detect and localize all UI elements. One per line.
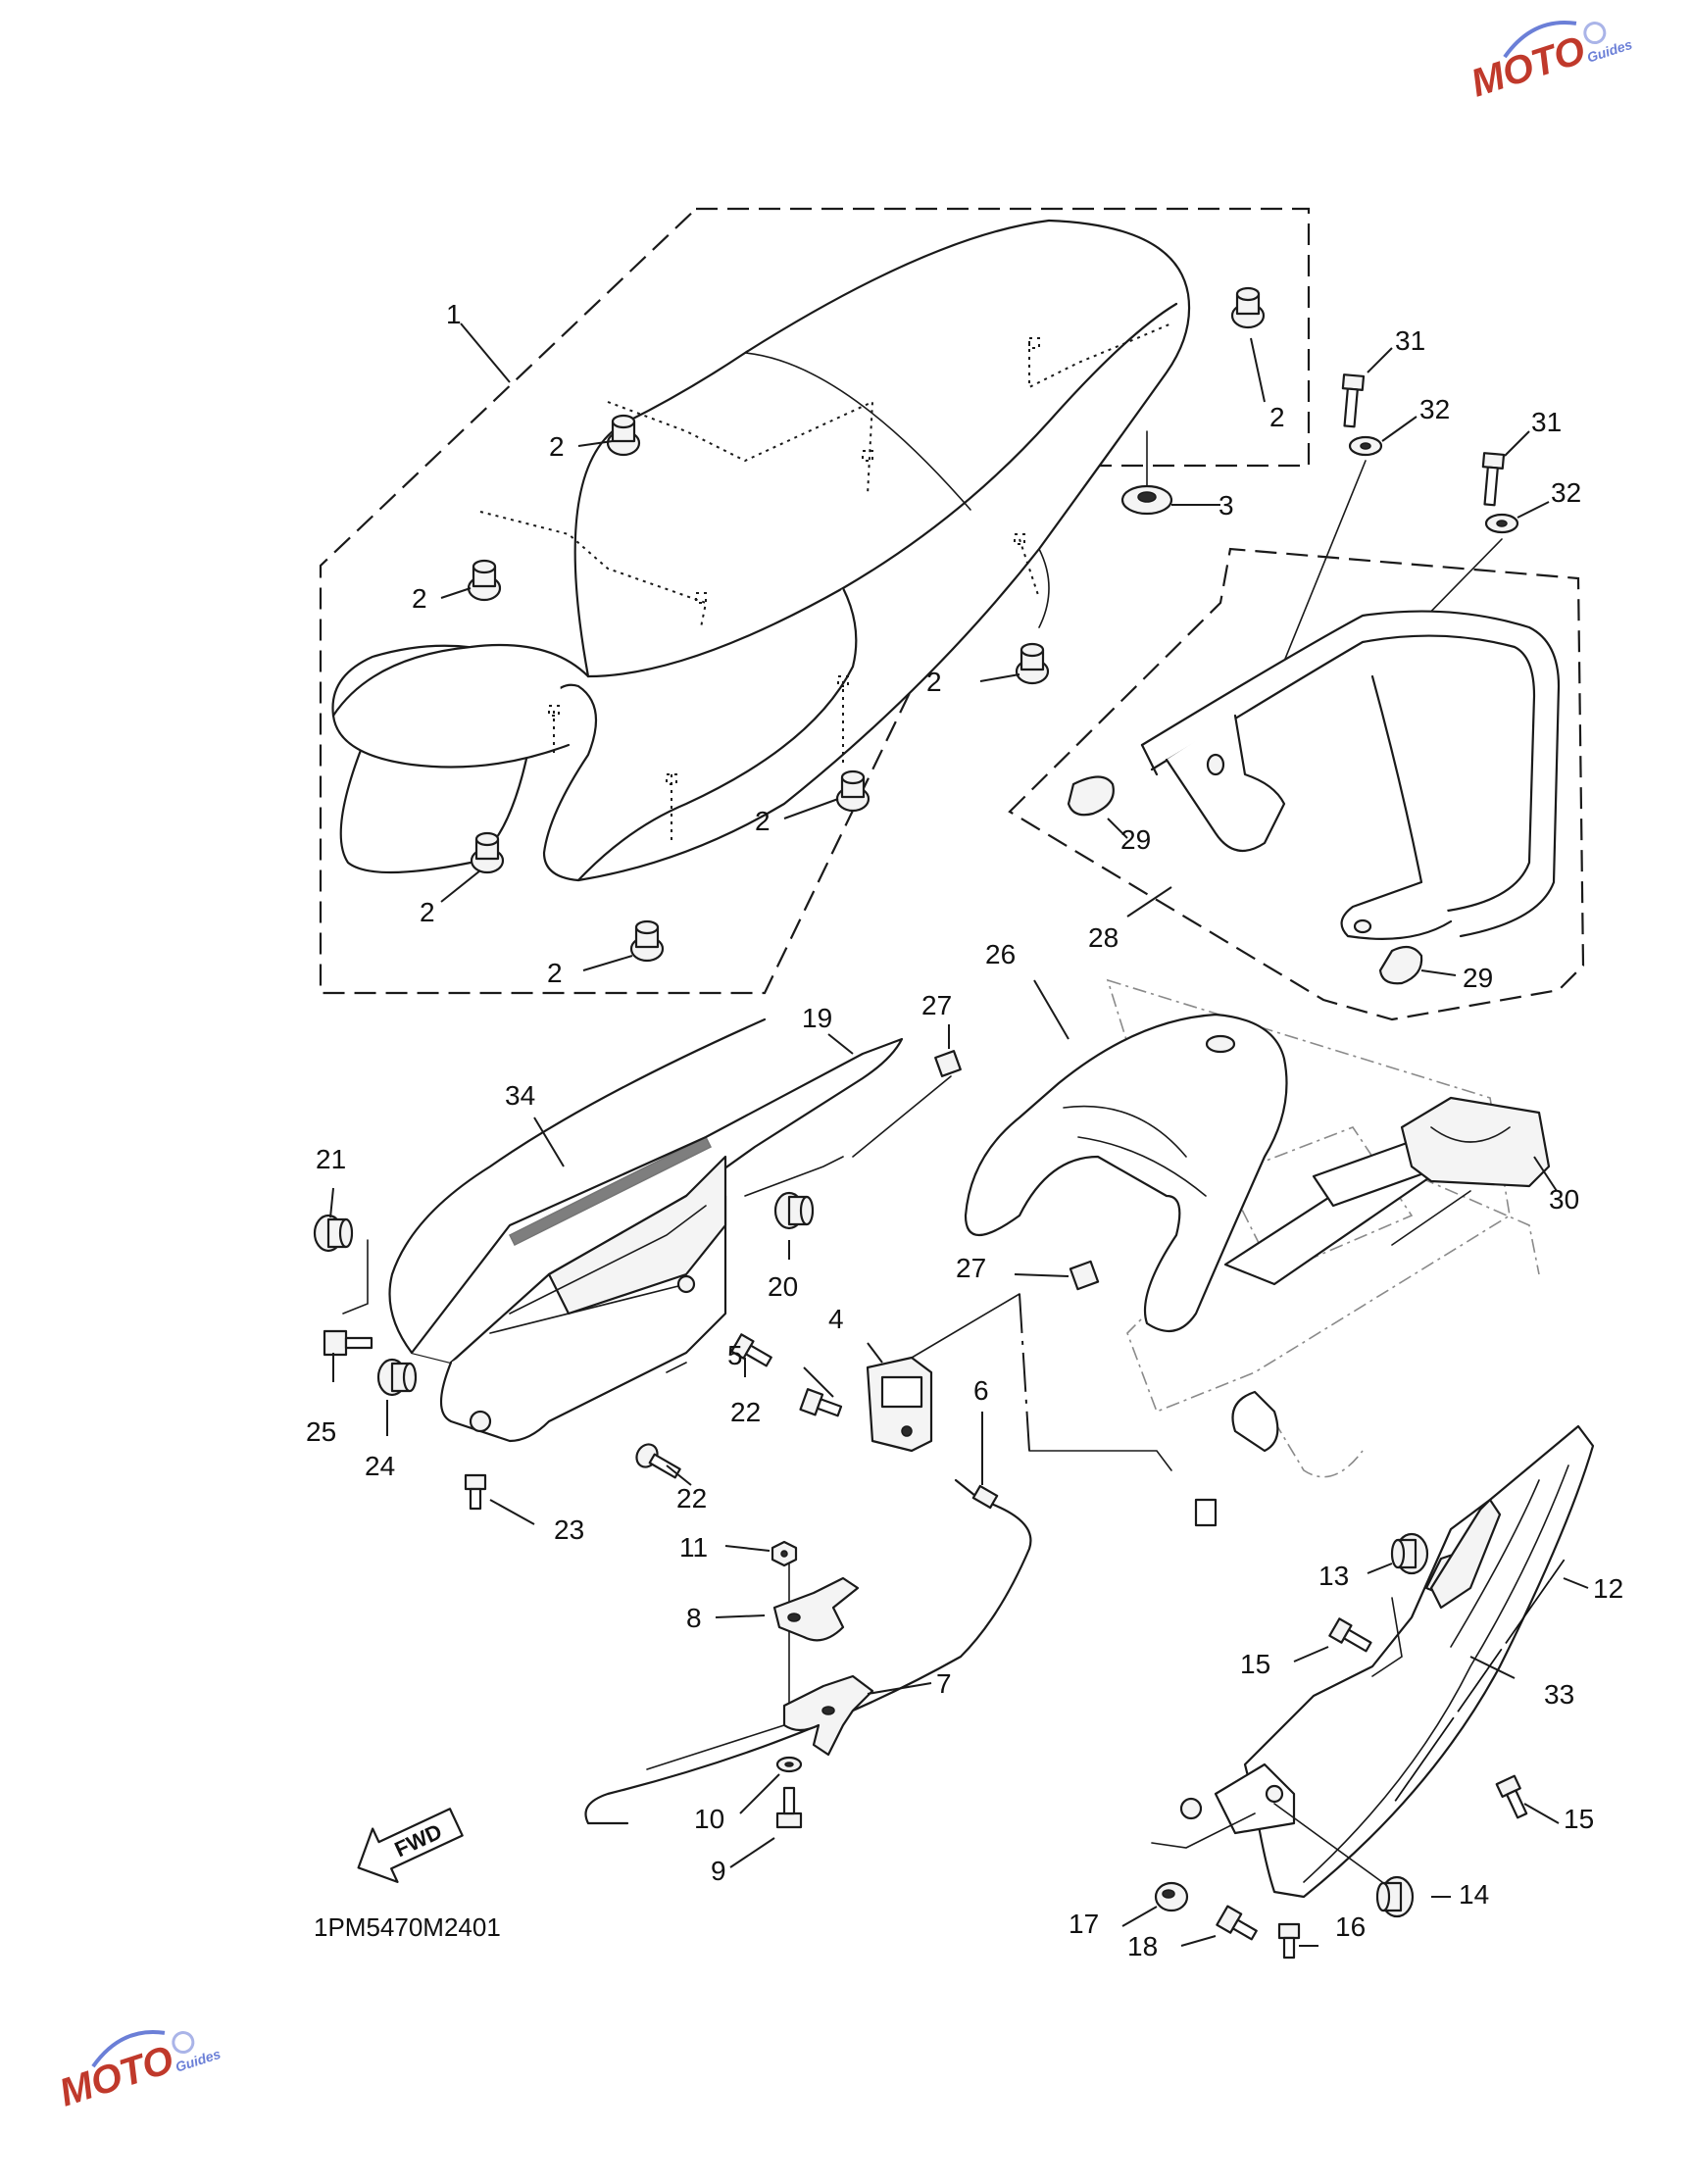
callout-27b: 27 (956, 1253, 986, 1283)
callout-15b: 15 (1564, 1804, 1594, 1834)
clips (852, 1024, 1100, 1291)
grab-bar (1140, 610, 1561, 940)
callout-30: 30 (1549, 1184, 1579, 1215)
callout-16: 16 (1335, 1911, 1366, 1942)
callout-1: 1 (446, 299, 462, 329)
watermark-sub-text: Guides (1585, 36, 1634, 66)
callout-28: 28 (1088, 922, 1119, 953)
callout-29b: 29 (1463, 963, 1493, 993)
grab-bar-caps (1067, 775, 1457, 985)
callout-15a: 15 (1240, 1649, 1270, 1679)
callout-labels: 1 2 2 2 2 2 2 2 3 31 32 31 32 29 29 28 2… (306, 299, 1623, 1961)
watermark-sub-text-2: Guides (174, 2046, 223, 2075)
callout-6: 6 (973, 1375, 989, 1406)
callout-2d: 2 (926, 667, 942, 697)
callout-22b: 22 (676, 1483, 707, 1514)
watermark-brand-text-2: MOTO (54, 2038, 178, 2115)
watermark-logo-top: MOTO Guides (1466, 21, 1634, 106)
callout-13: 13 (1318, 1561, 1349, 1591)
seat-leaders (440, 323, 1266, 971)
callout-2c: 2 (412, 583, 427, 614)
damper (1120, 430, 1173, 516)
callout-23: 23 (554, 1514, 584, 1545)
callout-21: 21 (316, 1144, 346, 1174)
callout-19: 19 (802, 1003, 832, 1033)
callout-31a: 31 (1395, 325, 1425, 356)
callout-2f: 2 (420, 897, 435, 927)
seat-assembly-boundary (319, 207, 1311, 995)
fasteners-left (313, 1187, 843, 1525)
fasteners-right (1121, 1532, 1560, 1960)
seat (331, 219, 1191, 882)
callout-11: 11 (679, 1532, 708, 1563)
callout-34: 34 (505, 1080, 535, 1111)
callout-32b: 32 (1551, 477, 1581, 508)
watermark-logo-bottom: MOTO Guides (54, 2030, 223, 2115)
callout-5: 5 (727, 1340, 743, 1370)
seat-lock-cover (1391, 1096, 1558, 1246)
watermark-brand-text: MOTO (1466, 28, 1590, 106)
diagram-code: 1PM5470M2401 (314, 1912, 501, 1942)
side-cover-left (388, 1018, 904, 1443)
callout-24: 24 (365, 1451, 395, 1481)
seat-lock-assembly (584, 1293, 1172, 1868)
grab-bar-boundary (1008, 547, 1585, 1021)
callout-29a: 29 (1120, 824, 1151, 855)
callout-26: 26 (985, 939, 1016, 969)
callout-4: 4 (828, 1304, 844, 1334)
callout-31b: 31 (1531, 407, 1562, 437)
side-cover-right: ———— ——— ———— (1151, 1424, 1595, 1899)
callout-25: 25 (306, 1416, 336, 1447)
callout-10: 10 (694, 1804, 724, 1834)
callout-17: 17 (1069, 1909, 1099, 1939)
callout-2a: 2 (1269, 402, 1285, 432)
callout-32a: 32 (1419, 394, 1450, 424)
callout-18: 18 (1127, 1931, 1158, 1961)
grommets (467, 286, 1266, 963)
callout-8: 8 (686, 1603, 702, 1633)
callout-2e: 2 (755, 806, 771, 836)
callout-2b: 2 (549, 431, 565, 462)
callout-20: 20 (768, 1271, 798, 1302)
tail-cover (964, 979, 1288, 1333)
callout-22a: 22 (730, 1397, 761, 1427)
callout-2g: 2 (547, 958, 563, 988)
callout-9: 9 (711, 1856, 726, 1886)
callout-7: 7 (936, 1668, 952, 1699)
callout-27a: 27 (921, 990, 952, 1020)
callout-12: 12 (1593, 1573, 1623, 1604)
fwd-arrow: FWD (357, 1808, 464, 1883)
callout-14: 14 (1459, 1879, 1489, 1910)
callout-3: 3 (1219, 490, 1234, 521)
callout-33: 33 (1544, 1679, 1574, 1710)
